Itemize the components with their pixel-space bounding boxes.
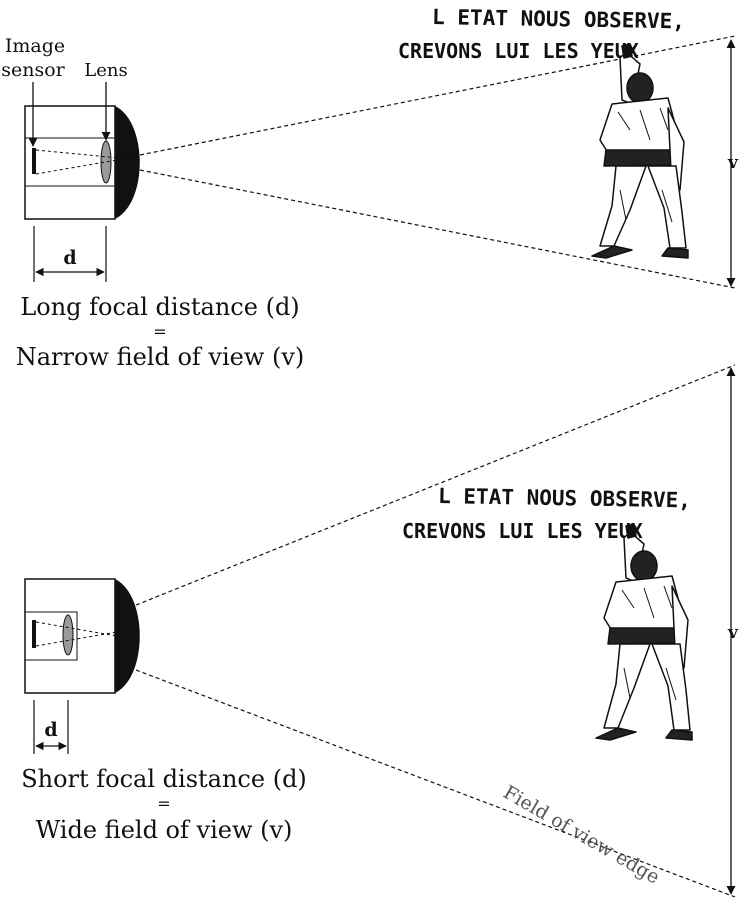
- bottom-view-label: v: [727, 623, 739, 643]
- bottom-fov-lower-edge: [135, 669, 736, 898]
- top-person-figure: [591, 43, 689, 259]
- image-sensor-label-line2: sensor: [1, 59, 65, 81]
- bottom-caption-line1: Short focal distance (d): [21, 765, 307, 793]
- top-lens: [100, 140, 112, 184]
- top-camera-body: [24, 105, 116, 220]
- bottom-graffiti-line2: CREVONS LUI LES YEUX: [402, 519, 643, 543]
- bottom-caption-line2: Wide field of view (v): [36, 816, 293, 844]
- image-sensor-label-line1: Image: [5, 35, 65, 57]
- top-caption-line1: Long focal distance (d): [20, 293, 299, 321]
- bottom-lens-dome: [115, 579, 140, 693]
- field-of-view-edge-label: Field of view edge: [500, 781, 664, 888]
- top-distance-label: d: [63, 247, 76, 269]
- bottom-person-figure: [595, 523, 693, 741]
- bottom-distance-label: d: [44, 719, 57, 741]
- bottom-caption-equals: =: [157, 794, 170, 813]
- bottom-lens: [62, 614, 74, 656]
- bottom-image-sensor: [32, 620, 36, 648]
- top-lens-dome: [115, 106, 140, 219]
- top-view-label: v: [727, 153, 739, 173]
- bottom-inner-barrel: [24, 611, 78, 661]
- bottom-fov-upper-edge: [135, 364, 736, 606]
- lens-label: Lens: [84, 60, 127, 81]
- top-caption-line2: Narrow field of view (v): [16, 343, 305, 371]
- bottom-graffiti-line1: L ETAT NOUS OBSERVE,: [438, 484, 691, 512]
- top-panel: v Image sensor Lens d Long focal distanc…: [1, 5, 739, 371]
- bottom-panel: v d Short focal distance (d) = Wide fiel…: [21, 364, 739, 898]
- top-image-sensor: [32, 148, 36, 174]
- top-graffiti-line2: CREVONS LUI LES YEUX: [398, 39, 639, 63]
- top-fov-upper-edge: [139, 35, 736, 156]
- top-caption-equals: =: [153, 322, 166, 341]
- top-fov-lower-edge: [139, 169, 736, 289]
- top-graffiti-line1: L ETAT NOUS OBSERVE,: [432, 5, 685, 33]
